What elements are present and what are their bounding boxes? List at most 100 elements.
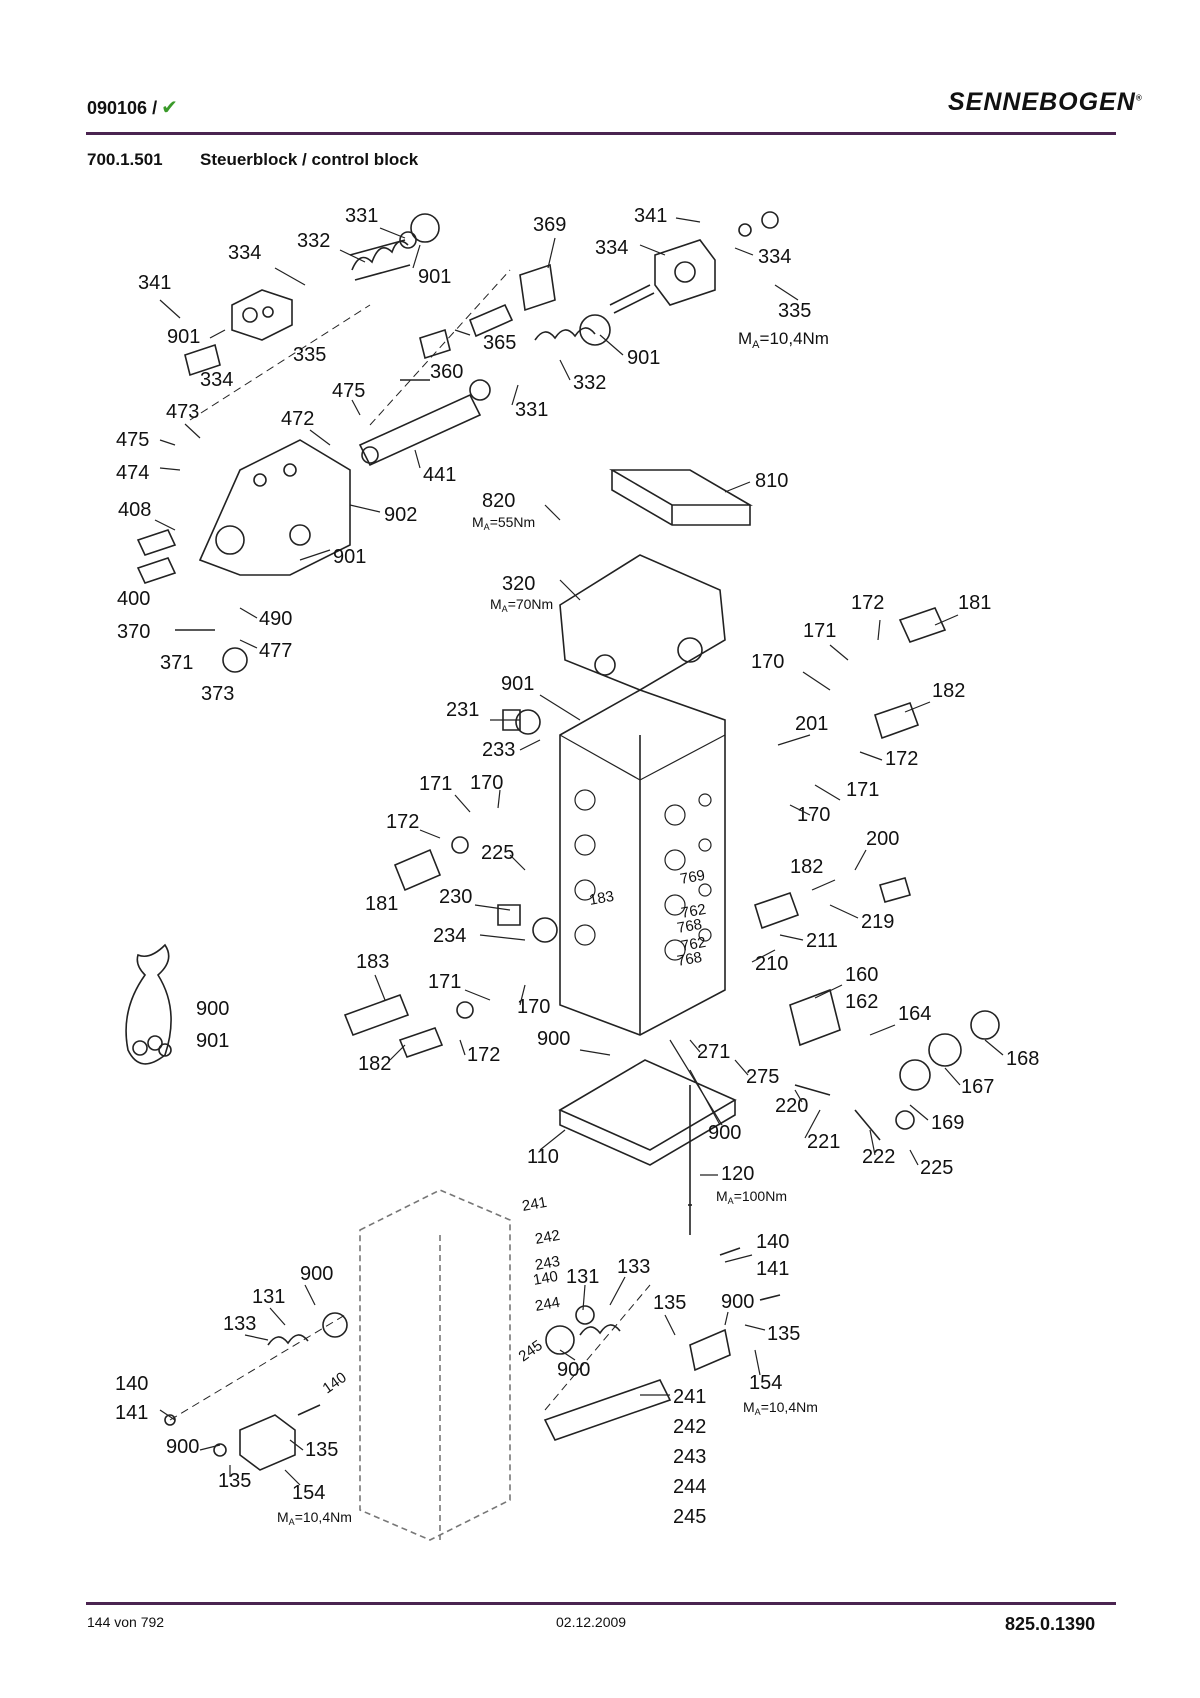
callout-900: 900 (721, 1291, 754, 1313)
callout-331: 331 (345, 205, 378, 227)
callout-360: 360 (430, 361, 463, 383)
header-rule (86, 132, 1116, 135)
torque-value: =10,4Nm (761, 1399, 818, 1415)
callout-168: 168 (1006, 1048, 1039, 1070)
brand-registered-mark: ® (1135, 93, 1143, 103)
callout-135: 135 (767, 1323, 800, 1345)
callout-320: 320 (502, 573, 535, 595)
callout-370: 370 (117, 621, 150, 643)
callout-164: 164 (898, 1003, 931, 1025)
doc-code: 090106 /✔ (87, 95, 178, 120)
document-date: 02.12.2009 (556, 1614, 627, 1630)
callout-225: 225 (920, 1157, 953, 1179)
callout-475: 475 (116, 429, 149, 451)
callout-171: 171 (846, 779, 879, 801)
callout-810: 810 (755, 470, 788, 492)
callout-133: 133 (617, 1256, 650, 1278)
callout-901: 901 (418, 266, 451, 288)
callout-241: 241 (521, 1194, 549, 1215)
callout-233: 233 (482, 739, 515, 761)
callout-183: 183 (356, 951, 389, 973)
torque-value: =10,4Nm (295, 1509, 352, 1525)
torque-symbol: M (716, 1188, 728, 1204)
callout-474: 474 (116, 462, 149, 484)
callout-245: 245 (673, 1506, 706, 1528)
callout-230: 230 (439, 886, 472, 908)
callout-201: 201 (795, 713, 828, 735)
callout-120: 120 (721, 1163, 754, 1185)
callout-171: 171 (803, 620, 836, 642)
callout-135: 135 (218, 1470, 251, 1492)
callout-172: 172 (386, 811, 419, 833)
callout-769: 769 (679, 867, 707, 888)
callout-222: 222 (862, 1146, 895, 1168)
bottom-assembly (164, 1189, 781, 1541)
callout-762: 762 (680, 901, 708, 922)
left-cartridges (343, 709, 558, 1059)
top-valve-assembly (136, 211, 779, 673)
callout-170: 170 (517, 996, 550, 1018)
torque-spec-335: MA=10,4Nm (738, 329, 829, 351)
callout-244: 244 (534, 1294, 562, 1315)
callout-900: 900 (196, 998, 229, 1020)
callout-242: 242 (673, 1416, 706, 1438)
callout-341: 341 (634, 205, 667, 227)
parts-bag (125, 943, 172, 1065)
callout-169: 169 (931, 1112, 964, 1134)
callout-334: 334 (758, 246, 791, 268)
torque-value: =55Nm (490, 514, 536, 530)
callout-172: 172 (467, 1044, 500, 1066)
callout-182: 182 (790, 856, 823, 878)
callout-131: 131 (252, 1286, 285, 1308)
callout-900: 900 (557, 1359, 590, 1381)
brand-logo: SENNEBOGEN® (948, 88, 1143, 117)
callout-341: 341 (138, 272, 171, 294)
callout-243: 243 (673, 1446, 706, 1468)
torque-subscript: A (289, 1517, 295, 1527)
callout-141: 141 (115, 1402, 148, 1424)
torque-symbol: M (743, 1399, 755, 1415)
torque-spec-820: MA=55Nm (472, 514, 535, 532)
callout-900: 900 (300, 1263, 333, 1285)
callout-408: 408 (118, 499, 151, 521)
page-number: 144 von 792 (87, 1614, 165, 1630)
callout-141: 141 (756, 1258, 789, 1280)
callout-170: 170 (751, 651, 784, 673)
callout-171: 171 (428, 971, 461, 993)
callout-133: 133 (223, 1313, 256, 1335)
callout-901: 901 (333, 546, 366, 568)
callout-475: 475 (332, 380, 365, 402)
callout-140: 140 (756, 1231, 789, 1253)
torque-subscript: A (502, 604, 508, 614)
callout-902: 902 (384, 504, 417, 526)
footer-rule (86, 1602, 1116, 1605)
right-cartridges (754, 607, 1000, 1141)
callout-441: 441 (423, 464, 456, 486)
torque-subscript: A (755, 1407, 761, 1417)
callout-373: 373 (201, 683, 234, 705)
callout-231: 231 (446, 699, 479, 721)
doc-code-text: 090106 / (87, 98, 158, 118)
callout-170: 170 (470, 772, 503, 794)
callout-331: 331 (515, 399, 548, 421)
callout-332: 332 (573, 372, 606, 394)
torque-symbol: M (277, 1509, 289, 1525)
callout-271: 271 (697, 1041, 730, 1063)
section-title: Steuerblock / control block (200, 150, 419, 169)
callout-400: 400 (117, 588, 150, 610)
callout-768: 768 (676, 916, 704, 937)
callout-154: 154 (749, 1372, 782, 1394)
callout-245: 245 (516, 1337, 546, 1365)
callout-332: 332 (297, 230, 330, 252)
callout-160: 160 (845, 964, 878, 986)
callout-472: 472 (281, 408, 314, 430)
callout-820: 820 (482, 490, 515, 512)
callout-172: 172 (851, 592, 884, 614)
callout-225: 225 (481, 842, 514, 864)
torque-symbol: M (490, 596, 502, 612)
callout-140: 140 (115, 1373, 148, 1395)
callout-369: 369 (533, 214, 566, 236)
callout-901: 901 (167, 326, 200, 348)
callout-901: 901 (196, 1030, 229, 1052)
